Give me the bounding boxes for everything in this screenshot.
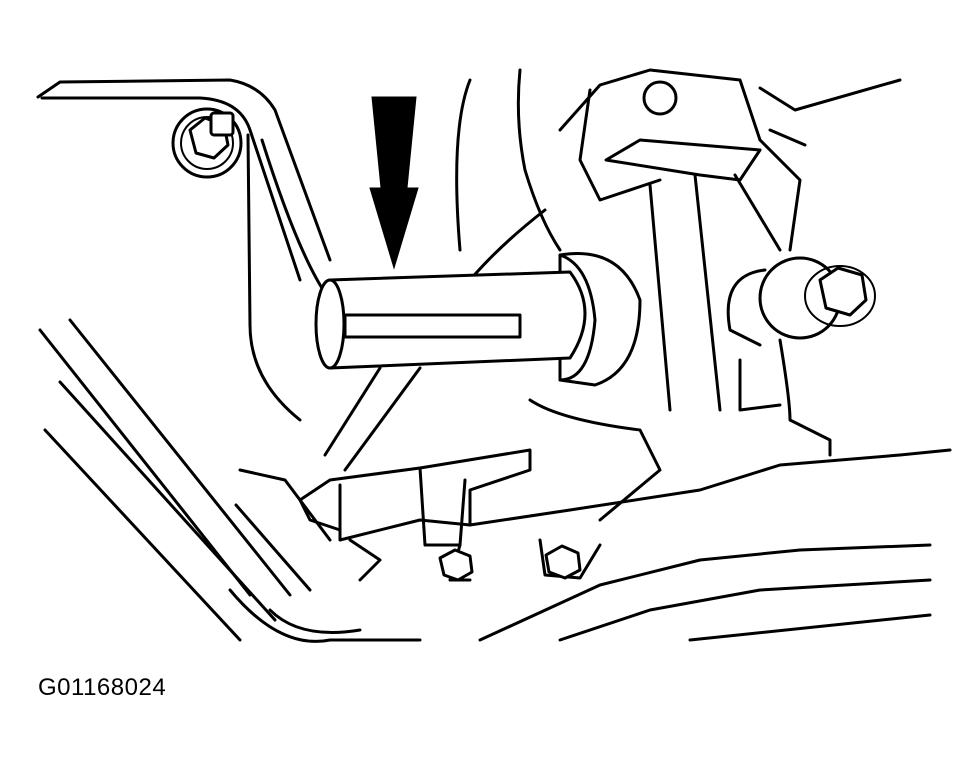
figure-code-label: G01168024 [38,674,167,701]
left-diagonal-lines [38,318,332,642]
lower-right-lines [228,543,932,643]
indicator-arrow [369,96,419,270]
bolt-right [726,256,876,457]
center-casting [455,68,902,412]
special-tool-cylinder [314,270,587,370]
linkage-assembly [298,398,952,582]
bolt-top-left [171,107,243,179]
pin-rod [323,366,422,472]
bolts-lower [438,544,582,582]
